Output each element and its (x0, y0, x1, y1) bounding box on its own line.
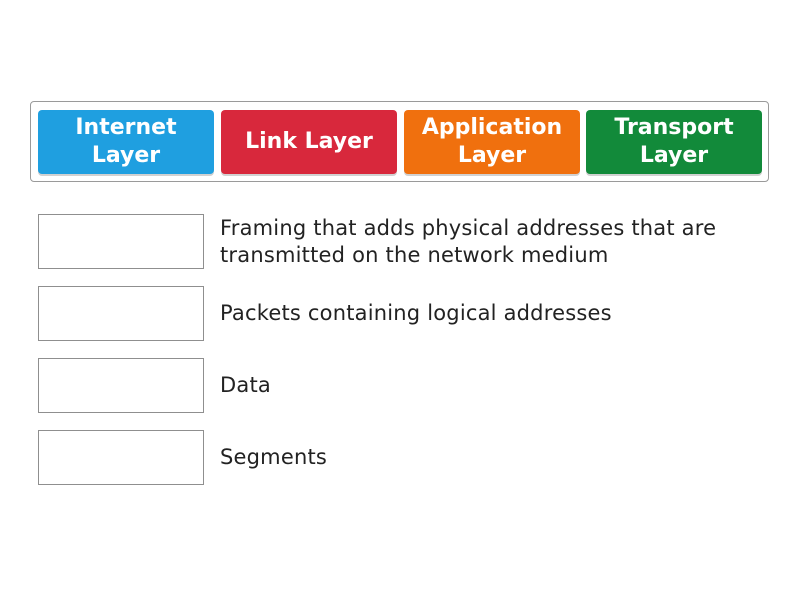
tile-label: Application Layer (421, 115, 563, 168)
match-row: Packets containing logical addresses (38, 286, 778, 342)
drop-target[interactable] (38, 286, 204, 341)
tile-application-layer[interactable]: Application Layer (404, 110, 580, 174)
tile-tray: Internet Layer Link Layer Application La… (30, 101, 769, 182)
tile-link-layer[interactable]: Link Layer (221, 110, 397, 174)
tile-label: Internet Layer (75, 115, 177, 168)
tile-label: Link Layer (245, 129, 373, 154)
row-description: Data (220, 373, 271, 397)
tile-internet-layer[interactable]: Internet Layer (38, 110, 214, 174)
drop-target[interactable] (38, 430, 204, 485)
match-row: Framing that adds physical addresses tha… (38, 214, 778, 270)
match-row: Data (38, 358, 778, 414)
match-row: Segments (38, 430, 778, 486)
tile-transport-layer[interactable]: Transport Layer (586, 110, 762, 174)
drop-target[interactable] (38, 358, 204, 413)
row-description: Packets containing logical addresses (220, 301, 612, 325)
row-description: Framing that adds physical addresses tha… (220, 215, 717, 267)
row-description: Segments (220, 445, 328, 469)
drop-target[interactable] (38, 214, 204, 269)
tile-label: Transport Layer (614, 115, 734, 168)
